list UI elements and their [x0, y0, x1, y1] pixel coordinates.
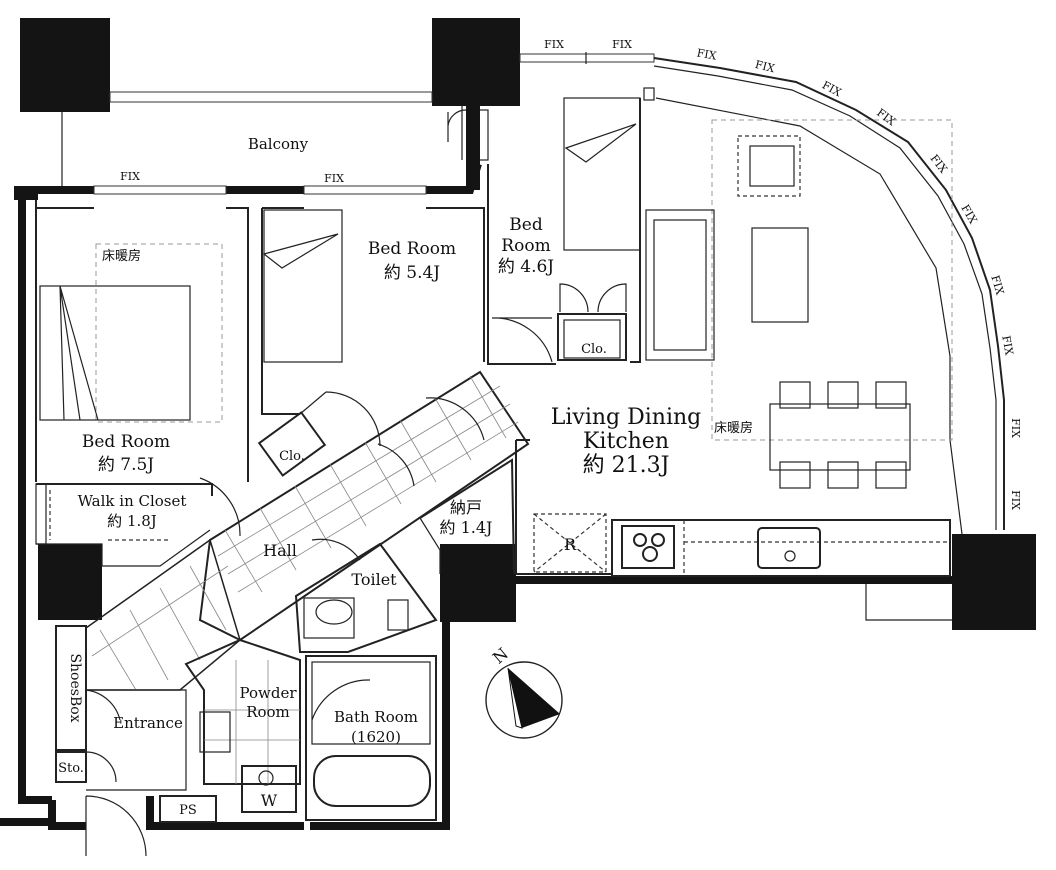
- fix-label: FIX: [612, 38, 632, 51]
- hall-label: Hall: [263, 541, 297, 560]
- fix-label: FIX: [696, 46, 718, 62]
- bath-name: Bath Room: [334, 708, 418, 726]
- shoes-box-label: ShoesBox: [67, 653, 83, 722]
- wic-size: 約 1.8J: [107, 512, 157, 530]
- floor-heating-label-1: 床暖房: [102, 248, 141, 264]
- living-dining-kitchen: 床暖房 Living Dining Kitchen 約 21.3J R: [515, 97, 963, 577]
- storage-room: 納戸 約 1.4J: [419, 397, 515, 575]
- fix-label: FIX: [874, 106, 898, 128]
- fix-label: FIX: [754, 58, 777, 75]
- compass-north-label: N: [489, 644, 512, 668]
- fix-label: FIX: [544, 38, 564, 51]
- refrigerator: [533, 513, 607, 573]
- balcony-column-right: [432, 18, 520, 106]
- wic-name: Walk in Closet: [78, 492, 187, 510]
- washer-label: W: [261, 791, 278, 810]
- closet-label-3: Clo.: [581, 342, 607, 357]
- powder-line1: Powder: [239, 684, 297, 702]
- entrance-label: Entrance: [113, 714, 183, 732]
- closet-label-2: Clo.: [279, 449, 305, 464]
- balcony-railing: [109, 91, 433, 103]
- bedroom-2-name: Bed Room: [368, 239, 456, 259]
- storage-size: 約 1.4J: [440, 518, 493, 537]
- powder-line2: Room: [246, 703, 290, 721]
- balcony-area: Balcony: [20, 18, 520, 186]
- fix-label: FIX: [324, 172, 344, 185]
- fix-label: FIX: [820, 79, 844, 100]
- bedroom-1: 床暖房 Bed Room 約 7.5J: [35, 200, 249, 482]
- ps-label: PS: [179, 803, 197, 818]
- entrance-area: Entrance ShoesBox Sto. PS: [55, 625, 197, 818]
- powder-room: Powder Room W: [184, 638, 301, 813]
- bath-room: Bath Room (1620): [305, 655, 437, 821]
- sink: [757, 527, 821, 569]
- closet-bedroom2: [257, 411, 327, 477]
- bedroom-2: Bed Room 約 5.4J Clo.: [257, 207, 485, 477]
- bedroom-1-name: Bed Room: [82, 432, 170, 452]
- fix-label: FIX: [958, 202, 979, 226]
- ldk-line2: Kitchen: [583, 429, 669, 454]
- outer-walls: [0, 52, 1036, 857]
- bedroom-3-size: 約 4.6J: [498, 257, 554, 277]
- bedroom-1-size: 約 7.5J: [98, 455, 154, 475]
- walk-in-closet: Walk in Closet 約 1.8J: [35, 483, 213, 567]
- balcony-label: Balcony: [248, 135, 309, 153]
- ldk-size: 約 21.3J: [583, 453, 670, 478]
- floor-heating-label-2: 床暖房: [714, 420, 753, 436]
- stove: [621, 525, 675, 569]
- washer: [241, 765, 297, 813]
- fix-label: FIX: [988, 274, 1006, 297]
- balcony-column-left: [20, 18, 110, 112]
- fix-label: FIX: [120, 170, 140, 183]
- shoes-box: [55, 625, 87, 751]
- refrigerator-label: R: [564, 535, 577, 554]
- fix-label: FIX: [999, 335, 1015, 357]
- fix-window-labels: FIX FIX FIX FIX FIX FIX FIX FIX FIX FIX …: [120, 38, 1022, 510]
- storage-sto: [55, 751, 87, 783]
- toilet-room: Toilet: [294, 538, 438, 653]
- fix-label: FIX: [1009, 418, 1022, 438]
- storage-name: 納戸: [450, 498, 482, 517]
- bedroom-3: Bed Room 約 4.6J Clo.: [487, 87, 655, 365]
- bedroom-2-size: 約 5.4J: [384, 263, 440, 283]
- ps-box: [159, 795, 217, 823]
- bedroom-3-line2: Room: [501, 236, 550, 256]
- fix-label: FIX: [1009, 490, 1022, 510]
- bath-size: (1620): [351, 728, 401, 746]
- bedroom-3-line1: Bed: [509, 215, 543, 235]
- north-compass: N: [485, 644, 563, 739]
- sto-label: Sto.: [58, 761, 84, 776]
- toilet-label: Toilet: [351, 570, 397, 589]
- closet-bedroom3: [557, 313, 627, 361]
- ldk-line1: Living Dining: [551, 405, 702, 430]
